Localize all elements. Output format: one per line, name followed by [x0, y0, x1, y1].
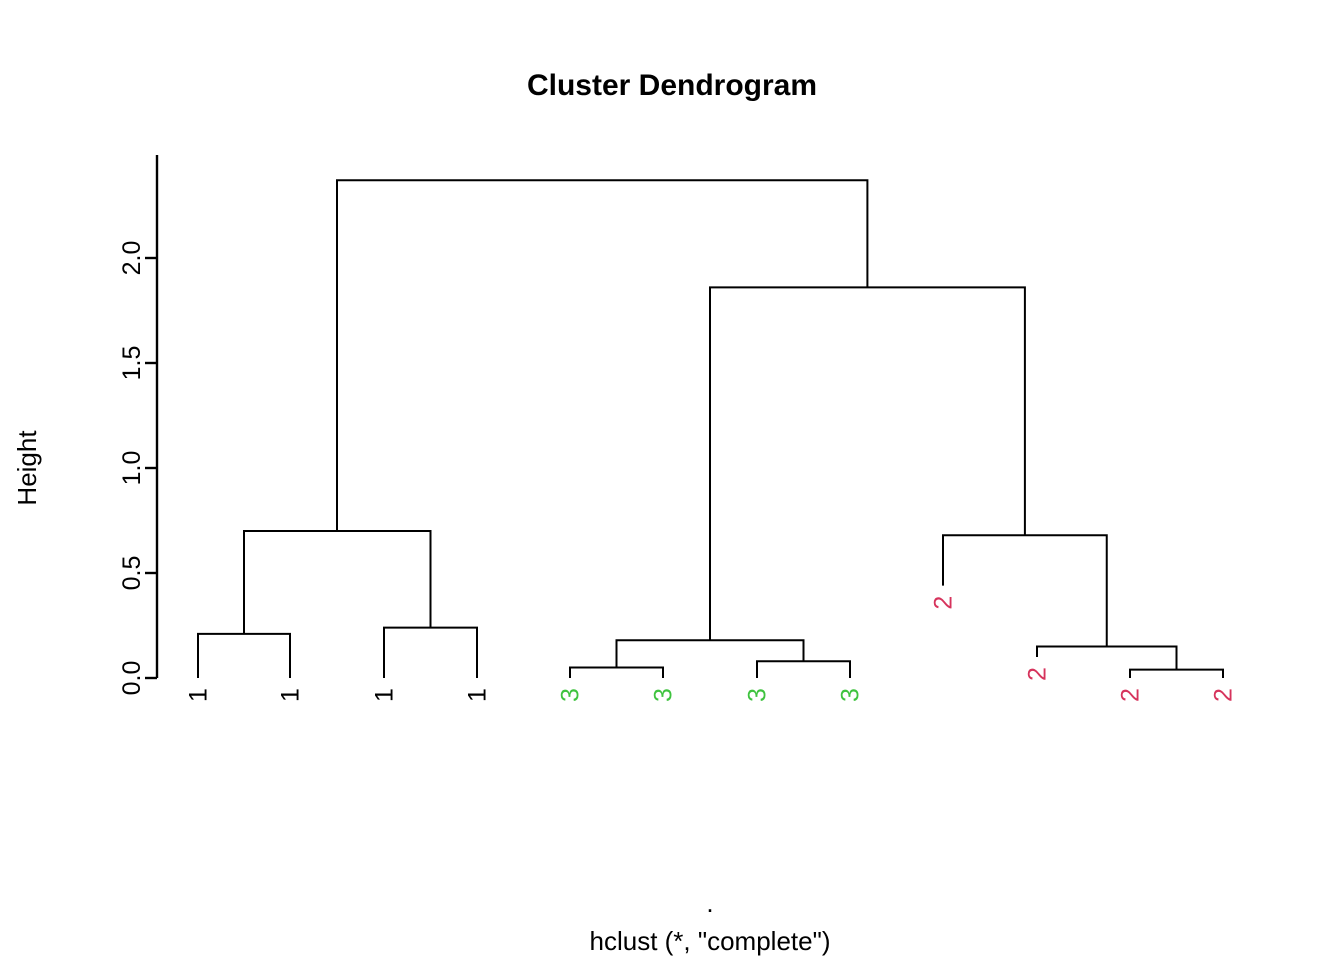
leaf-label: 3 [557, 688, 585, 702]
y-axis-label: Height [12, 430, 42, 506]
x-axis-caption: hclust (*, "complete") [590, 926, 831, 956]
leaf-label: 1 [464, 688, 492, 702]
leaf-label: 3 [744, 688, 772, 702]
leaf-label: 2 [930, 596, 958, 610]
leaf-label: 2 [1210, 688, 1238, 702]
y-axis-tick-label: 0.5 [118, 556, 146, 591]
y-axis-tick-label: 0.0 [118, 661, 146, 696]
y-axis: 0.0 0.5 1.0 1.5 2.0 [118, 155, 159, 696]
leaf-label: 3 [650, 688, 678, 702]
x-axis-caption-dot: . [706, 888, 713, 918]
dendrogram-link [336, 179, 869, 531]
leaf-label: 2 [1024, 667, 1052, 681]
leaf-label: 1 [277, 688, 305, 702]
leaf-label: 1 [185, 688, 213, 702]
y-axis-tick-label: 2.0 [118, 241, 146, 276]
leaf-labels-group: 1 1 1 1 3 3 3 3 2 2 2 2 [185, 596, 1238, 702]
leaf-label: 2 [1117, 688, 1145, 702]
dendrogram-branches [197, 179, 1224, 678]
page-title: Cluster Dendrogram [527, 69, 817, 102]
leaf-label: 3 [837, 688, 865, 702]
y-axis-tick-label: 1.5 [118, 346, 146, 381]
leaf-label: 1 [371, 688, 399, 702]
y-axis-tick-label: 1.0 [118, 451, 146, 486]
